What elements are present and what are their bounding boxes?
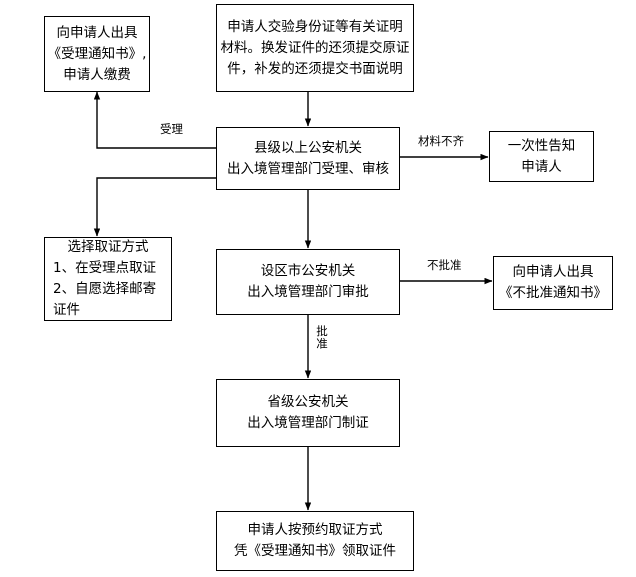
connector-county-to-pickup [93, 177, 216, 237]
province-public-security-production-box[interactable]: 省级公安机关 出入境管理部门制证 [216, 379, 400, 447]
node-line: 2、自愿选择邮寄 [53, 281, 157, 297]
node-line: 《不批准通知书》 [499, 285, 607, 301]
node-line: 选择取证方式 [67, 239, 149, 255]
node-line: 申请人交验身份证等有关证明 [227, 18, 403, 35]
node-line: 出入境管理部门受理、审核 [227, 160, 389, 177]
node-line: 县级以上公安机关 [254, 139, 362, 156]
node-line: 证件 [53, 302, 80, 318]
collect-certificate-box[interactable]: 申请人按预约取证方式 凭《受理通知书》领取证件 [216, 511, 414, 571]
submit-materials-box[interactable]: 申请人交验身份证等有关证明 材料。换发证件的还须提交原证 件，补发的还须提交书面… [216, 4, 414, 92]
node-line: 向申请人出具 [56, 24, 138, 41]
node-line: 出入境管理部门审批 [247, 284, 369, 300]
issue-disapproval-notice-box[interactable]: 向申请人出具 《不批准通知书》 [493, 256, 613, 310]
node-line: 1、在受理点取证 [53, 260, 157, 276]
node-line: 设区市公安机关 [260, 263, 356, 279]
node-line: 《受理通知书》, [47, 45, 147, 62]
issue-acceptance-notice-box[interactable]: 向申请人出具 《受理通知书》, 申请人缴费 [44, 16, 150, 92]
edge-label-accept: 受理 [160, 122, 183, 136]
node-line: 件，补发的还须提交书面说明 [227, 60, 403, 77]
choose-pickup-method-box[interactable]: 选择取证方式 1、在受理点取证 2、自愿选择邮寄 证件 [44, 237, 172, 321]
edge-label-approved: 批准 [315, 325, 329, 350]
connector-county-to-notice [93, 91, 216, 149]
node-line: 出入境管理部门制证 [247, 415, 369, 431]
county-public-security-review-box[interactable]: 县级以上公安机关 出入境管理部门受理、审核 [216, 127, 400, 190]
node-line: 申请人缴费 [63, 66, 131, 83]
node-line: 省级公安机关 [267, 394, 349, 410]
node-line: 申请人 [521, 158, 562, 175]
node-line: 凭《受理通知书》领取证件 [234, 543, 396, 559]
node-line: 一次性告知 [507, 137, 576, 154]
node-line: 向申请人出具 [512, 264, 594, 280]
one-time-notification-box[interactable]: 一次性告知 申请人 [489, 131, 594, 182]
edge-label-disapproved: 不批准 [427, 258, 462, 272]
edge-label-materials-incomplete: 材料不齐 [418, 134, 464, 148]
node-line: 材料。换发证件的还须提交原证 [220, 39, 410, 56]
city-public-security-approval-box[interactable]: 设区市公安机关 出入境管理部门审批 [216, 249, 400, 315]
node-line: 申请人按预约取证方式 [247, 522, 383, 538]
